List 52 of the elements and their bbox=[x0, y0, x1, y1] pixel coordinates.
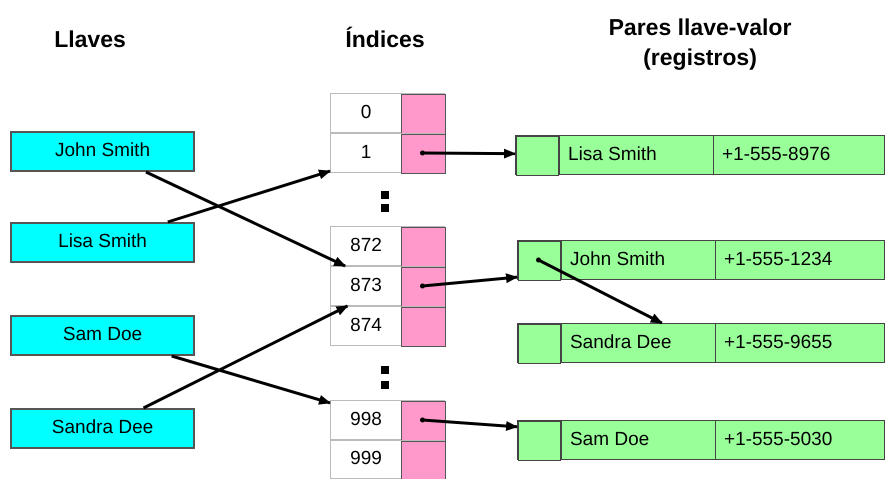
record-row bbox=[517, 420, 885, 460]
phone-cell: +1-555-5030 bbox=[715, 421, 885, 459]
index-number: 0 bbox=[360, 100, 372, 125]
arrow bbox=[167, 170, 331, 224]
pointer-cell bbox=[516, 136, 559, 176]
index-number: 998 bbox=[349, 408, 383, 432]
record-row bbox=[517, 240, 885, 280]
arrow bbox=[422, 418, 518, 431]
index-number: 873 bbox=[349, 274, 383, 298]
pointer-slot bbox=[401, 267, 446, 307]
name-cell: Sam Doe bbox=[561, 421, 715, 459]
index-row bbox=[330, 93, 445, 133]
index-number: 1 bbox=[360, 140, 372, 165]
key-box: Lisa Smith bbox=[10, 222, 195, 263]
pointer-cell bbox=[518, 324, 561, 364]
column-header: Índices bbox=[344, 25, 426, 54]
arrow bbox=[171, 354, 331, 405]
phone-cell: +1-555-1234 bbox=[715, 241, 885, 279]
column-header: Pares llave-valor (registros) bbox=[608, 13, 792, 72]
key-box: Sam Doe bbox=[10, 315, 195, 356]
index-number: 999 bbox=[349, 447, 383, 472]
index-row bbox=[330, 306, 445, 346]
pointer-slot bbox=[401, 441, 446, 479]
column-header: Llaves bbox=[53, 25, 127, 54]
pointer-slot bbox=[401, 307, 446, 347]
arrow bbox=[538, 258, 663, 324]
index-row bbox=[330, 133, 445, 173]
index-row bbox=[330, 266, 445, 306]
index-number: 872 bbox=[349, 234, 383, 258]
arrow bbox=[422, 273, 518, 288]
pointer-cell bbox=[518, 241, 561, 281]
name-cell: Lisa Smith bbox=[559, 136, 713, 174]
phone-cell: +1-555-8976 bbox=[713, 136, 884, 174]
index-row bbox=[330, 440, 445, 479]
pointer-slot bbox=[401, 134, 446, 174]
name-cell: John Smith bbox=[561, 241, 715, 279]
phone-cell: +1-555-9655 bbox=[715, 324, 885, 362]
pointer-cell bbox=[518, 421, 561, 461]
arrow bbox=[142, 304, 348, 410]
index-row bbox=[330, 400, 445, 440]
record-row bbox=[517, 323, 885, 363]
key-box: John Smith bbox=[10, 131, 195, 172]
record-row bbox=[515, 135, 885, 175]
name-cell: Sandra Dee bbox=[561, 324, 715, 362]
index-row bbox=[330, 226, 445, 266]
pointer-slot bbox=[401, 401, 446, 441]
pointer-slot bbox=[401, 94, 446, 134]
arrow bbox=[422, 148, 516, 159]
index-number: 874 bbox=[349, 314, 383, 338]
key-box: Sandra Dee bbox=[10, 408, 195, 449]
arrow bbox=[145, 170, 346, 268]
pointer-slot bbox=[401, 227, 446, 267]
